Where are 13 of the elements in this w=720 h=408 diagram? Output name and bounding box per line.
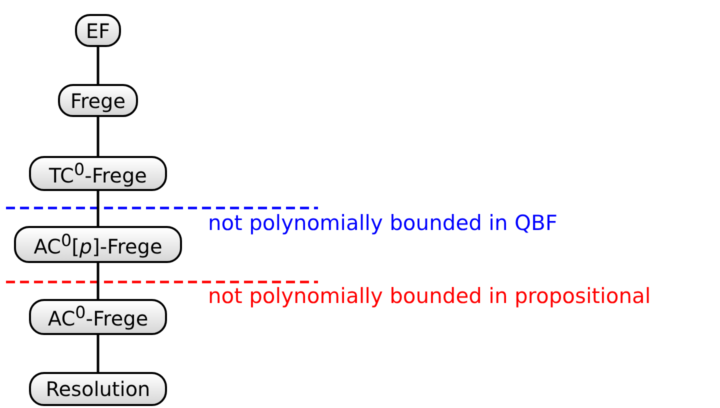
rounded-box: EF	[75, 14, 121, 47]
rounded-box: AC$^{0}$[p]-Frege	[14, 226, 182, 263]
connector-line	[96, 191, 100, 226]
rounded-box: Frege	[58, 84, 138, 117]
connector-line	[96, 335, 100, 372]
connector-line	[96, 263, 100, 299]
connector-line	[96, 47, 100, 84]
connector-line	[96, 117, 100, 156]
boundary-note: not polynomially bounded in propositional	[208, 284, 651, 308]
boundary-note: not polynomially bounded in QBF	[208, 211, 558, 235]
rounded-box: Resolution	[29, 372, 167, 406]
rounded-box: TC$^{0}$-Frege	[29, 156, 167, 191]
rounded-box: AC$^{0}$-Frege	[29, 299, 167, 335]
